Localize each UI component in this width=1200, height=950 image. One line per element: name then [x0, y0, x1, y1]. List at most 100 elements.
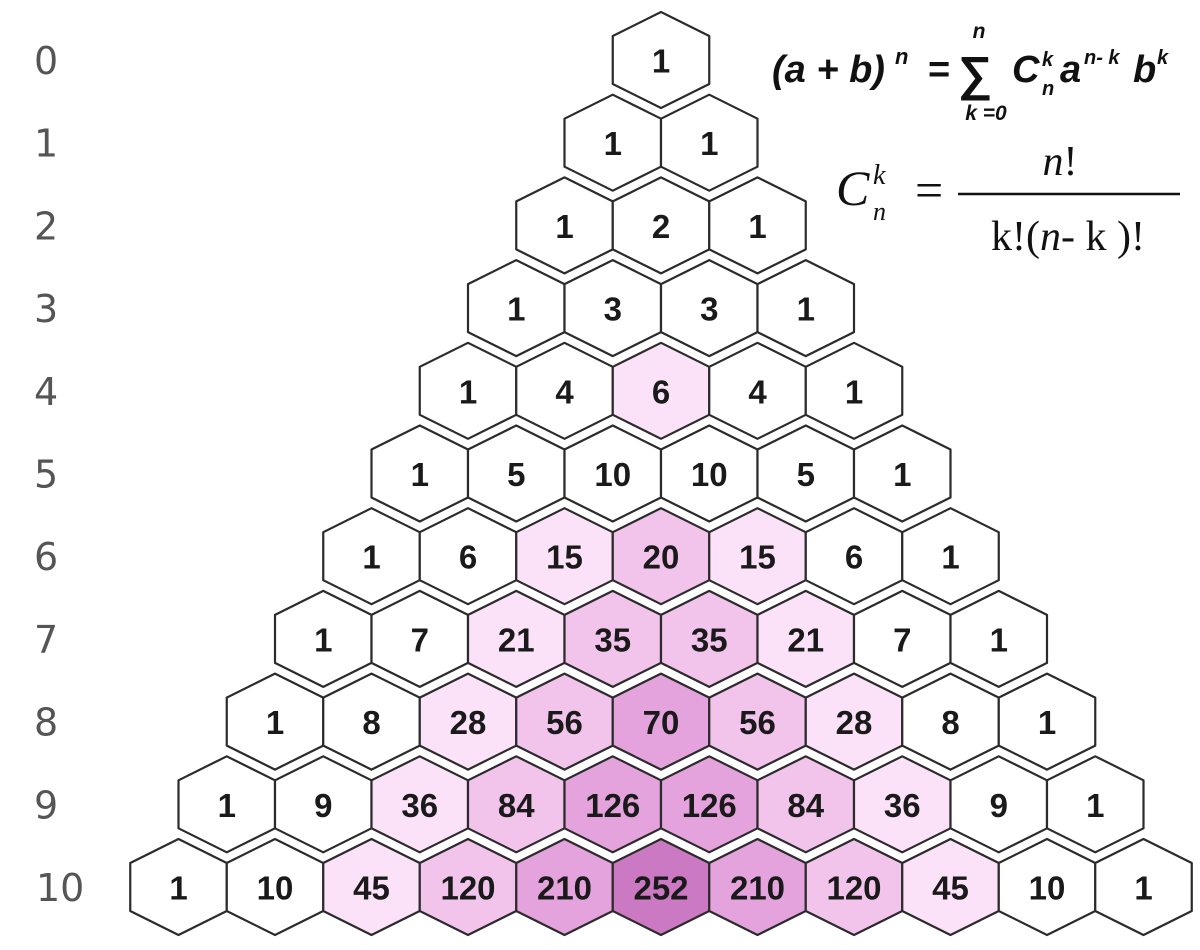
hex-value-r9-k1: 9	[314, 787, 332, 824]
hex-value-r5-k0: 1	[411, 456, 429, 493]
hex-value-r5-k5: 1	[893, 456, 911, 493]
hex-value-r9-k2: 36	[401, 787, 438, 824]
coef-C: C	[836, 160, 870, 216]
hex-value-r10-k0: 1	[169, 870, 187, 907]
coef-denominator-part2: - k )!	[1061, 214, 1145, 260]
hex-value-r10-k10: 1	[1134, 870, 1152, 907]
hex-value-r9-k6: 84	[787, 787, 824, 824]
hex-value-r3-k2: 3	[700, 291, 718, 328]
hex-value-r9-k4: 126	[585, 787, 640, 824]
hex-value-r8-k4: 70	[643, 704, 680, 741]
hex-cell-r2-k2	[708, 176, 807, 275]
hex-value-r6-k0: 1	[362, 539, 380, 576]
hex-value-r9-k9: 1	[1086, 787, 1104, 824]
formula-a: a	[1060, 49, 1081, 91]
coef-numerator: n!	[1043, 139, 1078, 185]
hex-value-r1-k0: 1	[604, 125, 622, 162]
hex-value-r9-k0: 1	[218, 787, 236, 824]
hex-value-r7-k4: 35	[691, 621, 728, 658]
coef-C-superscript: k	[873, 160, 886, 191]
hex-value-r7-k5: 21	[787, 621, 824, 658]
formula-b-exponent: k	[1157, 47, 1169, 69]
hex-cell-r0-k0	[611, 10, 711, 110]
coef-denominator-n: n	[1040, 214, 1061, 260]
hex-value-r4-k1: 4	[555, 373, 574, 410]
hex-value-r10-k8: 45	[932, 870, 969, 907]
hex-value-r7-k1: 7	[411, 621, 429, 658]
coef-numerator-factorial: !	[1064, 139, 1078, 185]
hex-value-r8-k7: 8	[941, 704, 959, 741]
hex-cell-r7-k7	[949, 589, 1049, 689]
hex-value-r8-k3: 56	[546, 704, 583, 741]
hex-value-r9-k8: 9	[990, 787, 1008, 824]
hex-value-r5-k2: 10	[594, 456, 631, 493]
hex-value-r6-k2: 15	[546, 539, 583, 576]
row-label-7: 7	[34, 618, 58, 662]
row-label-6: 6	[34, 535, 58, 579]
hex-value-r7-k2: 21	[498, 621, 535, 658]
hex-value-r7-k3: 35	[594, 621, 631, 658]
hex-value-r10-k1: 10	[257, 870, 294, 907]
hex-value-r6-k6: 1	[941, 539, 959, 576]
hex-value-r10-k7: 120	[826, 870, 881, 907]
hex-value-r6-k3: 20	[643, 539, 680, 576]
hex-value-r3-k3: 1	[797, 291, 815, 328]
hex-value-r6-k4: 15	[739, 539, 776, 576]
hex-value-r7-k7: 1	[990, 621, 1008, 658]
coef-denominator: k!(n- k )!	[991, 214, 1145, 260]
hex-value-r1-k1: 1	[700, 125, 718, 162]
hex-value-r10-k4: 210	[537, 870, 592, 907]
summation-symbol: ∑	[958, 48, 992, 101]
formula-equals: =	[928, 49, 950, 91]
hex-value-r8-k0: 1	[266, 704, 284, 741]
hex-value-r5-k1: 5	[507, 456, 525, 493]
hex-value-r9-k7: 36	[884, 787, 921, 824]
formula-b: b	[1133, 49, 1156, 91]
hex-value-r10-k6: 210	[730, 870, 785, 907]
coef-equals: =	[915, 162, 943, 218]
hex-value-r8-k2: 28	[450, 704, 487, 741]
hex-value-r8-k6: 28	[836, 704, 873, 741]
hex-value-r3-k1: 3	[604, 291, 622, 328]
hex-value-r2-k0: 1	[555, 208, 573, 245]
hex-cell-r5-k5	[852, 424, 952, 523]
hex-cell-r1-k1	[659, 93, 759, 192]
hex-value-r6-k1: 6	[459, 539, 477, 576]
hex-value-r10-k9: 10	[1029, 870, 1066, 907]
row-label-0: 0	[34, 39, 58, 83]
formula-lhs-exponent: n	[895, 44, 908, 69]
hex-cell-r9-k9	[1045, 755, 1145, 854]
coef-numerator-n: n	[1043, 139, 1064, 185]
formula-a-exponent: n- k	[1084, 47, 1120, 69]
hex-value-r4-k0: 1	[459, 373, 477, 410]
hex-cell-r10-k10	[1094, 837, 1193, 937]
hex-value-r4-k3: 4	[748, 373, 767, 410]
hex-value-r9-k3: 84	[498, 787, 535, 824]
hex-value-r8-k8: 1	[1038, 704, 1056, 741]
hex-value-r6-k5: 6	[845, 539, 863, 576]
hex-value-r10-k2: 45	[353, 870, 390, 907]
summation-lower-limit: k =0	[965, 102, 1007, 125]
hex-value-r5-k3: 10	[691, 456, 728, 493]
hex-value-r10-k3: 120	[440, 870, 495, 907]
row-label-10: 10	[36, 866, 84, 910]
hex-cell-r8-k8	[997, 672, 1097, 771]
hex-value-r4-k4: 1	[845, 373, 863, 410]
row-label-9: 9	[34, 783, 58, 827]
hex-value-r8-k5: 56	[739, 704, 776, 741]
coef-C-subscript: n	[873, 197, 886, 226]
binomial-coefficient-formula: C k n = n! k!(n- k )!	[836, 139, 1180, 260]
row-label-3: 3	[34, 287, 58, 331]
hex-value-r2-k1: 2	[652, 208, 670, 245]
coef-denominator-part1: k!(	[991, 214, 1040, 260]
hex-value-r5-k4: 5	[797, 456, 815, 493]
row-label-2: 2	[34, 204, 58, 248]
binomial-theorem-formula: (a + b) n = ∑ n k =0 C k n a n- k b k	[772, 20, 1169, 125]
hex-value-r4-k2: 6	[652, 373, 670, 410]
row-label-1: 1	[34, 122, 58, 166]
row-label-4: 4	[34, 370, 58, 414]
hex-value-r0-k0: 1	[652, 43, 670, 80]
formula-lhs: (a + b)	[772, 49, 885, 91]
